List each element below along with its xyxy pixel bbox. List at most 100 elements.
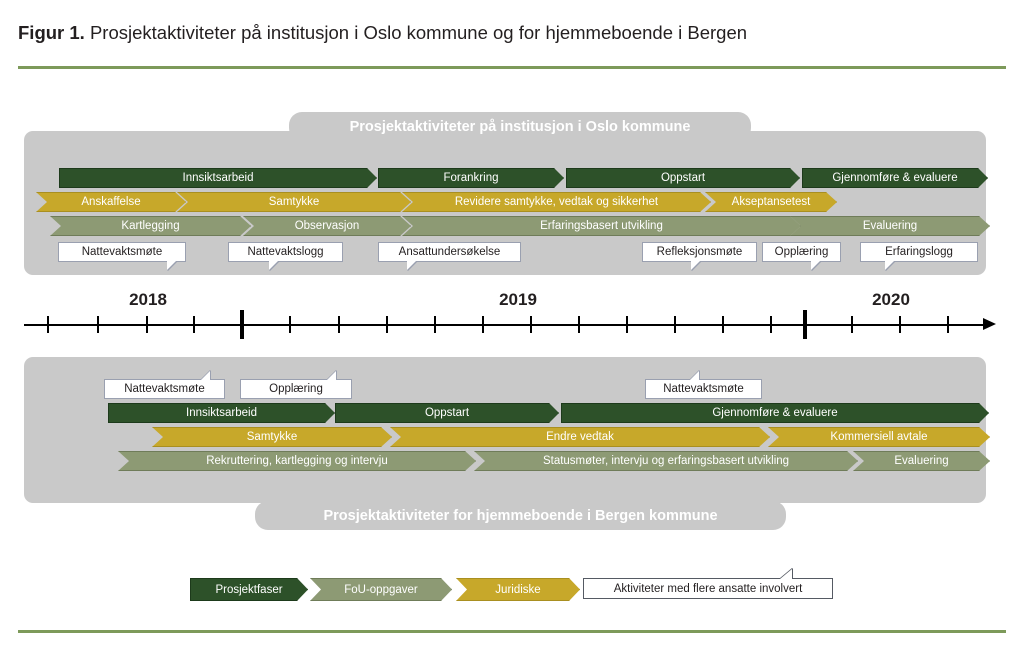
legal-bar[interactable]: Kommersiell avtale — [768, 427, 990, 447]
timeline-axis: 2018 2019 2020 — [0, 288, 1024, 348]
figure-caption-text: Prosjektaktiviteter på institusjon i Osl… — [89, 22, 748, 43]
legal-bar-label: Kommersiell avtale — [830, 431, 928, 443]
research-bar[interactable]: Erfaringsbasert utvikling — [402, 216, 801, 236]
research-bar[interactable]: Observasjon — [243, 216, 411, 236]
activity-callout[interactable]: Erfaringslogg — [860, 242, 978, 270]
phase-bar[interactable]: Innsiktsarbeid — [59, 168, 377, 188]
activity-callout[interactable]: Nattevaktsmøte — [645, 371, 762, 399]
research-bar-label: Evaluering — [862, 220, 918, 232]
activity-callout-label: Refleksjonsmøte — [656, 246, 743, 258]
axis-tick-minor — [626, 316, 628, 333]
axis-tick-minor — [193, 316, 195, 333]
activity-callout-label: Nattevaktsmøte — [663, 383, 744, 395]
phase-bar[interactable]: Gjennomføre & evaluere — [802, 168, 988, 188]
axis-tick-minor — [47, 316, 49, 333]
phase-bar-label: Gjennomføre & evaluere — [832, 172, 958, 184]
legend-callout-label: Aktiviteter med flere ansatte involvert — [613, 582, 803, 595]
axis-tick-minor — [386, 316, 388, 333]
callout-tail-icon — [407, 261, 416, 270]
axis-tick-minor — [289, 316, 291, 333]
legend-item-legal[interactable]: Juridiske — [456, 578, 580, 601]
research-bar-label: Erfaringsbasert utvikling — [540, 220, 663, 232]
bottom-panel-title: Prosjektaktiviteter for hjemmeboende i B… — [255, 501, 786, 530]
activity-callout-label: Erfaringslogg — [885, 246, 953, 258]
research-bar[interactable]: Statusmøter, intervju og erfaringsbasert… — [474, 451, 858, 471]
activity-callout[interactable]: Ansattundersøkelse — [378, 242, 521, 270]
activity-callout[interactable]: Refleksjonsmøte — [642, 242, 757, 270]
phase-bar[interactable]: Innsiktsarbeid — [108, 403, 335, 423]
activity-callout[interactable]: Nattevaktslogg — [228, 242, 343, 270]
callout-tail-icon — [690, 371, 699, 380]
legal-bar-label: Samtykke — [268, 196, 320, 208]
legal-bar[interactable]: Samtykke — [152, 427, 392, 447]
legal-bar-label: Revidere samtykke, vedtak og sikkerhet — [454, 196, 659, 208]
axis-line — [24, 324, 984, 326]
phase-bar-label: Gjennomføre & evaluere — [712, 407, 838, 419]
callout-tail-icon — [691, 261, 700, 270]
axis-tick-minor — [338, 316, 340, 333]
research-bar[interactable]: Kartlegging — [50, 216, 251, 236]
legal-bar[interactable]: Anskaffelse — [36, 192, 186, 212]
activity-callout[interactable]: Nattevaktsmøte — [104, 371, 225, 399]
axis-tick-major — [240, 310, 244, 339]
axis-arrow-icon — [983, 318, 996, 330]
activity-callout[interactable]: Opplæring — [240, 371, 352, 399]
legend-item-phase[interactable]: Prosjektfaser — [190, 578, 308, 601]
activity-callout-label: Nattevaktsmøte — [124, 383, 205, 395]
callout-tail-icon — [327, 371, 336, 380]
callout-tail-icon — [167, 261, 176, 270]
axis-year-label: 2019 — [499, 290, 537, 309]
axis-tick-minor — [146, 316, 148, 333]
caption-divider-rule — [18, 66, 1006, 69]
research-bar[interactable]: Evaluering — [853, 451, 990, 471]
callout-tail-icon — [811, 261, 820, 270]
legal-bar-label: Samtykke — [246, 431, 298, 443]
activity-callout[interactable]: Nattevaktsmøte — [58, 242, 186, 270]
research-bar-label: Rekruttering, kartlegging og intervju — [206, 455, 388, 467]
callout-tail-icon — [201, 371, 210, 380]
legal-bar-label: Anskaffelse — [81, 196, 141, 208]
axis-tick-minor — [770, 316, 772, 333]
phase-bar[interactable]: Gjennomføre & evaluere — [561, 403, 989, 423]
activity-callout-label: Opplæring — [269, 383, 323, 395]
phase-bar-label: Oppstart — [424, 407, 470, 419]
phase-bar[interactable]: Forankring — [378, 168, 564, 188]
phase-bar-label: Forankring — [443, 172, 499, 184]
phase-bar-label: Innsiktsarbeid — [182, 172, 254, 184]
axis-tick-minor — [578, 316, 580, 333]
research-bar[interactable]: Evaluering — [790, 216, 990, 236]
legend-callout-box: Aktiviteter med flere ansatte involvert — [583, 569, 833, 599]
activity-callout-label: Opplæring — [774, 246, 829, 258]
axis-tick-minor — [947, 316, 949, 333]
research-bar-label: Observasjon — [294, 220, 360, 232]
axis-tick-major — [803, 310, 807, 339]
research-bar-label: Kartlegging — [121, 220, 180, 232]
legal-bar[interactable]: Samtykke — [177, 192, 411, 212]
axis-tick-minor — [899, 316, 901, 333]
axis-tick-minor — [97, 316, 99, 333]
legal-bar-label: Akseptansetest — [731, 196, 811, 208]
legal-bar[interactable]: Endre vedtak — [390, 427, 770, 447]
activity-callout-label: Nattevaktsmøte — [81, 246, 163, 258]
research-bar-label: Evaluering — [894, 455, 949, 467]
figure-number: Figur 1. — [18, 22, 85, 43]
callout-tail-icon — [885, 261, 894, 270]
activity-callout-label: Ansattundersøkelse — [398, 246, 501, 258]
activity-callout-label: Nattevaktslogg — [247, 246, 324, 258]
top-panel-title: Prosjektaktiviteter på institusjon i Osl… — [289, 112, 751, 141]
legal-bar[interactable]: Revidere samtykke, vedtak og sikkerhet — [402, 192, 711, 212]
axis-tick-minor — [851, 316, 853, 333]
phase-bar[interactable]: Oppstart — [335, 403, 559, 423]
callout-tail-icon — [269, 261, 278, 270]
axis-year-label: 2018 — [129, 290, 167, 309]
phase-bar-label: Oppstart — [660, 172, 706, 184]
axis-year-label: 2020 — [872, 290, 910, 309]
legend-item-research[interactable]: FoU-oppgaver — [310, 578, 452, 601]
activity-callout[interactable]: Opplæring — [762, 242, 841, 270]
axis-tick-minor — [530, 316, 532, 333]
footer-divider-rule — [18, 630, 1006, 633]
axis-tick-minor — [674, 316, 676, 333]
research-bar[interactable]: Rekruttering, kartlegging og intervju — [118, 451, 476, 471]
phase-bar[interactable]: Oppstart — [566, 168, 800, 188]
legal-bar[interactable]: Akseptansetest — [705, 192, 837, 212]
